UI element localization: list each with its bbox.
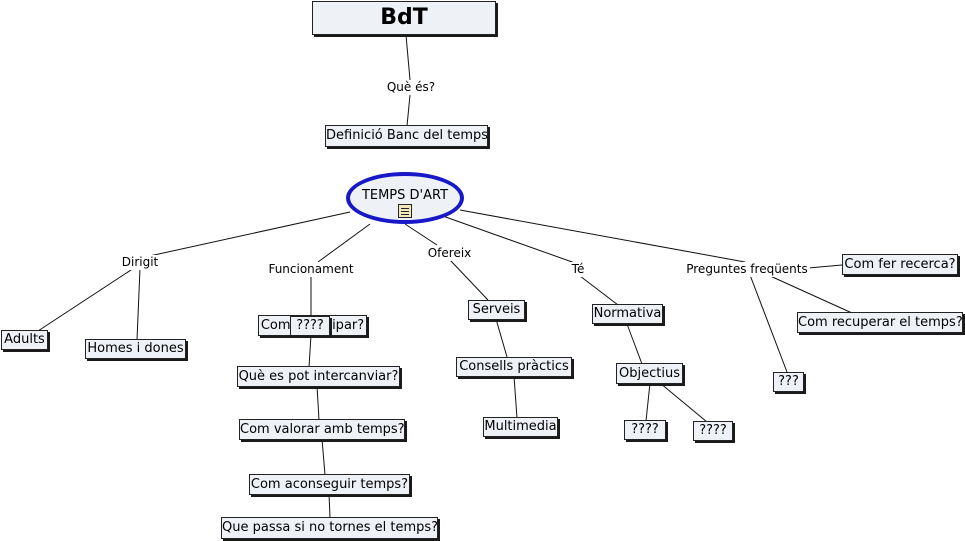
node-objectius-unknown-1[interactable]: ????	[624, 420, 666, 440]
node-que-intercanviar[interactable]: Què es pot intercanviar?	[237, 366, 400, 387]
node-com-fer-recerca[interactable]: Com fer recerca?	[842, 254, 958, 275]
node-com-aconseguir[interactable]: Com aconseguir temps?	[249, 474, 410, 495]
node-objectius[interactable]: Objectius	[616, 363, 683, 384]
node-func-unknown[interactable]: ????	[290, 316, 330, 336]
node-com-recuperar[interactable]: Com recuperar el temps?	[797, 312, 963, 333]
map-title[interactable]: BdT	[312, 1, 496, 35]
label-ofereix: Ofereix	[426, 246, 473, 261]
node-normativa[interactable]: Normativa	[592, 304, 663, 324]
node-preguntes-unknown[interactable]: ???	[773, 372, 804, 392]
label-que-es: Què és?	[386, 80, 436, 95]
node-com-valorar[interactable]: Com valorar amb temps?	[239, 419, 405, 440]
central-node-label: TEMPS D'ART	[361, 188, 449, 203]
label-te: Té	[569, 262, 587, 277]
label-dirigit: Dirigit	[120, 255, 160, 270]
node-no-tornes[interactable]: Que passa si no tornes el temps?	[221, 517, 438, 539]
node-homes-i-dones[interactable]: Homes i dones	[85, 339, 186, 359]
node-consells[interactable]: Consells pràctics	[456, 357, 572, 377]
node-objectius-unknown-2[interactable]: ????	[693, 421, 733, 441]
node-serveis[interactable]: Serveis	[468, 300, 525, 320]
central-node[interactable]: TEMPS D'ART	[346, 172, 464, 224]
label-preguntes-frequents: Preguntes freqüents	[684, 262, 810, 277]
node-definicio[interactable]: Definició Banc del temps	[325, 125, 488, 147]
node-multimedia[interactable]: Multimedia	[483, 417, 558, 437]
document-icon[interactable]	[398, 204, 412, 218]
node-adults[interactable]: Adults	[1, 330, 48, 350]
label-funcionament: Funcionament	[268, 262, 354, 277]
